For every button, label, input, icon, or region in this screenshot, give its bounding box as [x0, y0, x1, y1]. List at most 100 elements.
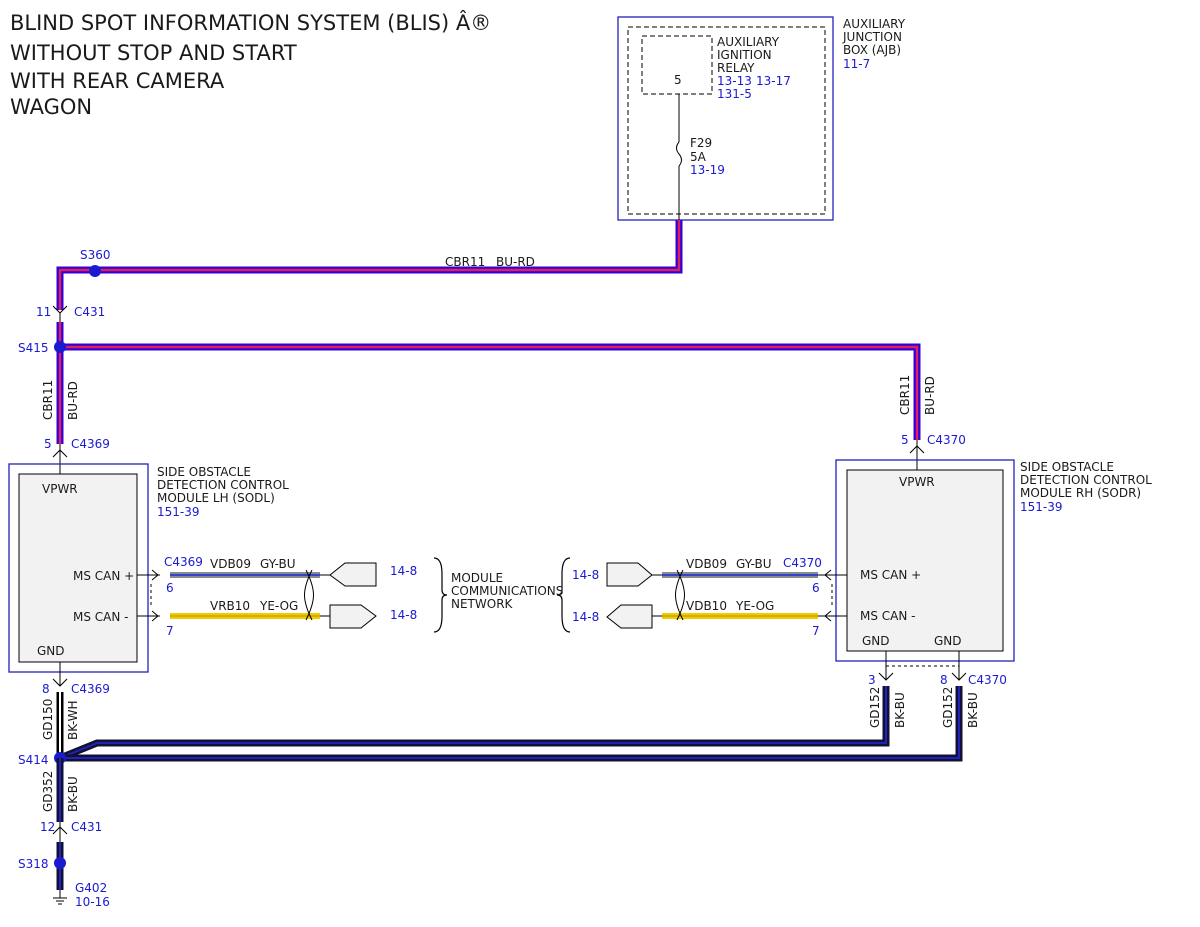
- sodl-gnd-label: GND: [37, 644, 65, 658]
- fuse-ref-link[interactable]: 13-19: [690, 163, 725, 177]
- relay-name-line3: RELAY: [717, 61, 755, 75]
- relay-name-line2: IGNITION: [717, 48, 772, 62]
- wire-gd152-label-a: GD152: [868, 687, 882, 728]
- connector-c4370-pin5-symbol: [909, 445, 925, 454]
- connector-c4369-pin5-symbol: [52, 449, 68, 458]
- c4370-label-bottom: C4370: [968, 673, 1007, 687]
- wire-vdb09-label-right: VDB09: [686, 557, 727, 571]
- c4369-label-top: C4369: [71, 437, 110, 451]
- wire-ye-og-label-right: YE-OG: [735, 599, 774, 613]
- wire-cbr11-bu-rd: [56, 220, 921, 444]
- c431-pin-11: 11: [36, 305, 51, 319]
- c4369-pin6-symbol: [151, 569, 159, 581]
- splice-s360-label: S360: [80, 248, 111, 262]
- diagram-title-line3: WITH REAR CAMERA: [10, 69, 225, 93]
- network-label-line2: COMMUNICATIONS: [451, 584, 563, 598]
- c4369-pin-8: 8: [42, 682, 50, 696]
- relay-name-line1: AUXILIARY: [717, 35, 780, 49]
- c4370-pin-6: 6: [812, 581, 820, 595]
- network-brace-right: [556, 557, 571, 633]
- ajb-name-line3: BOX (AJB): [843, 43, 901, 57]
- network-ref-left-top[interactable]: 14-8: [390, 564, 417, 578]
- relay-pin-number: 5: [674, 73, 682, 87]
- c4370-pin7-symbol: [824, 610, 832, 622]
- twisted-pair-symbol-left: [304, 569, 314, 621]
- sodr-name-line3: MODULE RH (SODR): [1020, 486, 1141, 500]
- splice-s360-dot: [89, 265, 101, 277]
- c431-pin-12: 12: [40, 820, 55, 834]
- sodr-module[interactable]: [846, 469, 1004, 652]
- c431-label-top: C431: [74, 305, 105, 319]
- sodl-ref-link[interactable]: 151-39: [157, 505, 200, 519]
- sodl-ms-can-plus-label: MS CAN +: [73, 569, 134, 583]
- sodl-name-line3: MODULE LH (SODL): [157, 491, 275, 505]
- c4369-pin-7: 7: [166, 624, 174, 638]
- c4370-pin-7: 7: [812, 624, 820, 638]
- c4369-pin-5: 5: [44, 437, 52, 451]
- wire-ye-og-label-left: YE-OG: [259, 599, 298, 613]
- network-label-line3: NETWORK: [451, 597, 514, 611]
- network-ref-right-top[interactable]: 14-8: [572, 568, 599, 582]
- relay-ref-link-1[interactable]: 13-13: [717, 74, 752, 88]
- sodl-module[interactable]: [18, 473, 138, 663]
- c4370-pin3-symbol: [878, 672, 894, 681]
- wire-bk-bu-label-b: BK-BU: [966, 692, 980, 728]
- ground-g402-label: G402: [75, 881, 107, 895]
- fuse-rating: 5A: [690, 150, 707, 164]
- wire-gd152-bk-bu-b: [60, 686, 963, 762]
- wire-bu-rd-label-top: BU-RD: [496, 255, 535, 269]
- offpage-arrow-left-can-minus[interactable]: [329, 604, 377, 629]
- splice-s318-label: S318: [18, 857, 49, 871]
- fuse-name: F29: [690, 136, 712, 150]
- network-ref-right-bottom[interactable]: 14-8: [572, 610, 599, 624]
- c4370-pin8-symbol: [951, 672, 967, 681]
- wire-vrb10-label-left: VRB10: [210, 599, 250, 613]
- twisted-pair-symbol-right: [675, 569, 685, 621]
- wire-gy-bu-label-left: GY-BU: [260, 557, 296, 571]
- offpage-arrow-left-can-plus[interactable]: [329, 562, 377, 587]
- ajb-outer-box: [617, 16, 834, 221]
- ajb-ref-link[interactable]: 11-7: [843, 57, 870, 71]
- offpage-arrow-right-can-plus[interactable]: [606, 562, 653, 587]
- wire-gd150-label: GD150: [41, 699, 55, 740]
- fuse-f29-symbol: [676, 141, 682, 167]
- sodl-vpwr-label: VPWR: [42, 482, 78, 496]
- ajb-name-line1: AUXILIARY: [843, 17, 906, 31]
- relay-ref-link-2[interactable]: 13-17: [756, 74, 791, 88]
- sodr-name-line1: SIDE OBSTACLE: [1020, 460, 1114, 474]
- c4369-pin-6: 6: [166, 581, 174, 595]
- ground-g402-ref-link[interactable]: 10-16: [75, 895, 110, 909]
- sodr-gnd1-label: GND: [862, 634, 890, 648]
- wire-bu-rd-label-right: BU-RD: [923, 376, 937, 415]
- c4370-pin6-symbol: [824, 569, 832, 581]
- ajb-inner-box: [627, 26, 826, 215]
- wire-gy-bu-label-right: GY-BU: [736, 557, 772, 571]
- c4369-pin7-symbol: [151, 610, 159, 622]
- wire-cbr11-label-left: CBR11: [41, 380, 55, 420]
- wire-cbr11-label-top: CBR11: [445, 255, 485, 269]
- relay-ref-link-3[interactable]: 131-5: [717, 87, 752, 101]
- sodr-vpwr-label: VPWR: [899, 475, 935, 489]
- sodr-name-line2: DETECTION CONTROL: [1020, 473, 1152, 487]
- wire-cbr11-label-right: CBR11: [898, 375, 912, 415]
- c4369-label-can: C4369: [164, 555, 203, 569]
- sodr-ms-can-minus-label: MS CAN -: [860, 609, 916, 623]
- wire-vdb09-label-left: VDB09: [210, 557, 251, 571]
- sodr-ref-link[interactable]: 151-39: [1020, 500, 1063, 514]
- c431-label-bottom: C431: [71, 820, 102, 834]
- c4370-pin-5: 5: [901, 433, 909, 447]
- wire-bk-bu-label-a: BK-BU: [893, 692, 907, 728]
- c4369-label-bottom: C4369: [71, 682, 110, 696]
- ajb-name-line2: JUNCTION: [842, 30, 902, 44]
- splice-s414-label: S414: [18, 753, 49, 767]
- sodr-ms-can-plus-label: MS CAN +: [860, 568, 921, 582]
- wire-bu-rd-label-left: BU-RD: [66, 381, 80, 420]
- wire-gd152-bk-bu-a: [58, 686, 890, 762]
- wire-gd152-label-b: GD152: [941, 687, 955, 728]
- network-ref-left-bottom[interactable]: 14-8: [390, 608, 417, 622]
- splice-s415-label: S415: [18, 341, 49, 355]
- ground-g402-icon: [53, 890, 67, 905]
- sodl-ms-can-minus-label: MS CAN -: [73, 610, 129, 624]
- offpage-arrow-right-can-minus[interactable]: [606, 604, 653, 629]
